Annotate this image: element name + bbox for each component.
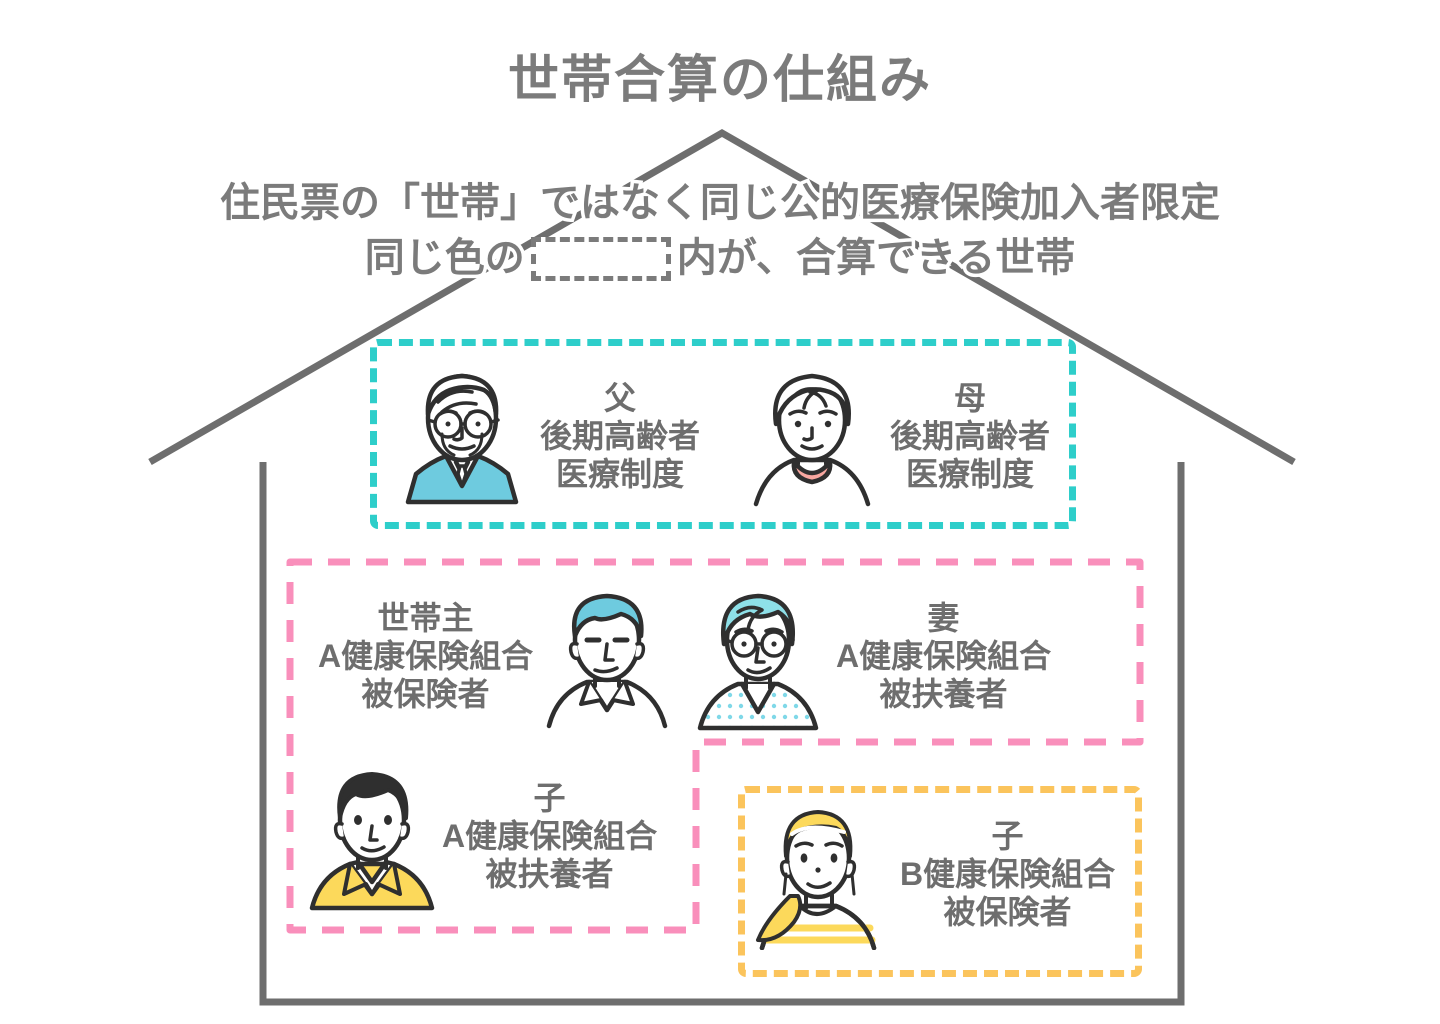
person-head-line2: 被保険者 — [361, 675, 490, 712]
person-mother-name: 母 — [954, 380, 987, 417]
man-avatar-icon — [546, 593, 668, 729]
person-son-caption: 子 A健康保険組合 被扶養者 — [442, 780, 657, 893]
subtitle-line-2-before: 同じ色の — [361, 233, 528, 284]
person-mother-caption: 母 後期高齢者 医療制度 — [890, 380, 1050, 493]
young-man-avatar-icon — [309, 772, 435, 911]
person-daughter-line2: 被保険者 — [943, 893, 1072, 930]
group-box-daughter — [738, 786, 1142, 977]
person-daughter-name: 子 — [991, 818, 1024, 855]
person-daughter: 子 B健康保険組合 被保険者 — [752, 800, 1115, 950]
subtitle-line-2: 同じ色の 内が、合算できる世帯 — [0, 231, 1440, 286]
subtitle-block: 住民票の「世帯」ではなく同じ公的医療保険加入者限定 同じ色の 内が、合算できる世… — [0, 176, 1440, 286]
group-box-elderly — [370, 339, 1076, 529]
person-wife-name: 妻 — [927, 600, 960, 637]
person-son-name: 子 — [533, 780, 566, 817]
person-son-line2: 被扶養者 — [485, 855, 614, 892]
page-title: 世帯合算の仕組み — [507, 51, 932, 108]
person-son: 子 A健康保険組合 被扶養者 — [308, 762, 657, 912]
woman-avatar-icon — [697, 593, 819, 731]
person-father-line1: 後期高齢者 — [540, 418, 701, 455]
elderly-man-avatar-icon — [405, 373, 519, 505]
person-mother-line1: 後期高齢者 — [890, 418, 1051, 455]
person-mother-line2: 医療制度 — [906, 455, 1035, 492]
person-daughter-caption: 子 B健康保険組合 被保険者 — [900, 818, 1115, 931]
person-head: 世帯主 A健康保険組合 被保険者 — [318, 582, 671, 732]
person-wife-caption: 妻 A健康保険組合 被扶養者 — [836, 600, 1051, 713]
person-father-caption: 父 後期高齢者 医療制度 — [540, 380, 700, 493]
person-son-line1: A健康保険組合 — [442, 818, 658, 855]
person-father-line2: 医療制度 — [556, 455, 685, 492]
group-box-family — [286, 558, 1144, 934]
person-wife-line1: A健康保険組合 — [836, 638, 1052, 675]
subtitle-line-2-after: 内が、合算できる世帯 — [673, 233, 1078, 284]
person-father: 父 後期高齢者 医療制度 — [398, 362, 700, 512]
elderly-woman-avatar-icon — [753, 373, 871, 507]
dashed-box-sample-icon — [530, 236, 671, 281]
person-father-name: 父 — [604, 380, 637, 417]
person-daughter-line1: B健康保険組合 — [900, 856, 1116, 893]
person-wife: 妻 A健康保険組合 被扶養者 — [694, 582, 1051, 732]
person-mother: 母 後期高齢者 医療制度 — [748, 362, 1050, 512]
young-woman-avatar-icon — [756, 810, 877, 950]
person-head-line1: A健康保険組合 — [318, 638, 534, 675]
person-wife-line2: 被扶養者 — [879, 675, 1008, 712]
person-head-caption: 世帯主 A健康保険組合 被保険者 — [318, 600, 533, 713]
subtitle-line-1: 住民票の「世帯」ではなく同じ公的医療保険加入者限定 — [217, 177, 1224, 228]
person-head-name: 世帯主 — [377, 600, 474, 637]
